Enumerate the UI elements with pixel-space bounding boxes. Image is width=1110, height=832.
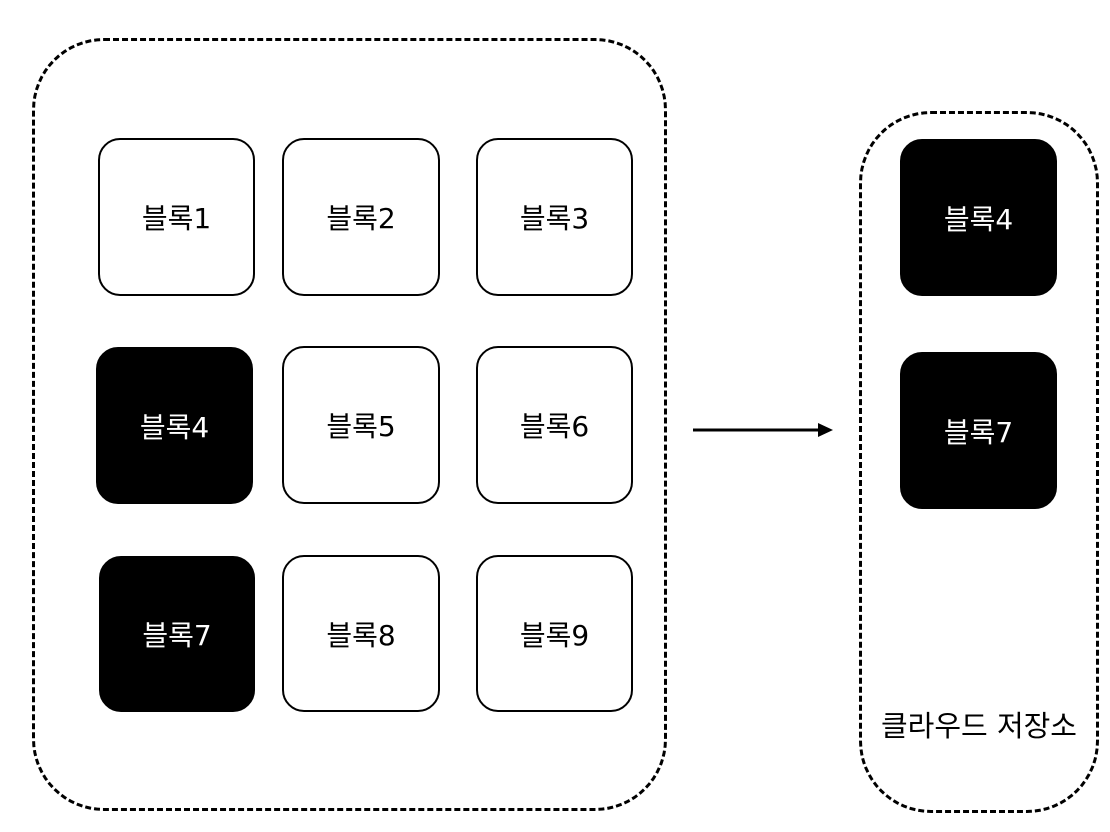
cloud-block-7-label: 블록7 (943, 415, 1014, 449)
block-7-label: 블록7 (142, 619, 212, 652)
block-9: 블록9 (476, 555, 633, 712)
block-group (32, 38, 667, 811)
block-1: 블록1 (98, 138, 255, 296)
block-2-label: 블록2 (326, 202, 396, 235)
block-8: 블록8 (282, 555, 440, 712)
block-3-label: 블록3 (519, 202, 590, 235)
transfer-arrow-icon (693, 423, 833, 437)
block-2: 블록2 (282, 138, 440, 296)
cloud-block-7: 블록7 (900, 352, 1057, 509)
block-5-label: 블록5 (326, 410, 396, 443)
block-1-label: 블록1 (141, 202, 212, 235)
block-5: 블록5 (282, 346, 440, 504)
block-7: 블록7 (99, 556, 255, 712)
block-9-label: 블록9 (519, 618, 590, 652)
block-6: 블록6 (476, 346, 633, 504)
block-4-label: 블록4 (139, 410, 210, 444)
block-8-label: 블록8 (326, 618, 396, 652)
cloud-storage-group (859, 111, 1099, 813)
cloud-block-4-label: 블록4 (943, 202, 1014, 236)
cloud-storage-label: 클라우드 저장소 (881, 709, 1077, 743)
cloud-block-4: 블록4 (900, 139, 1057, 296)
block-4: 블록4 (96, 347, 253, 504)
block-3: 블록3 (476, 138, 633, 296)
block-6-label: 블록6 (519, 410, 590, 443)
